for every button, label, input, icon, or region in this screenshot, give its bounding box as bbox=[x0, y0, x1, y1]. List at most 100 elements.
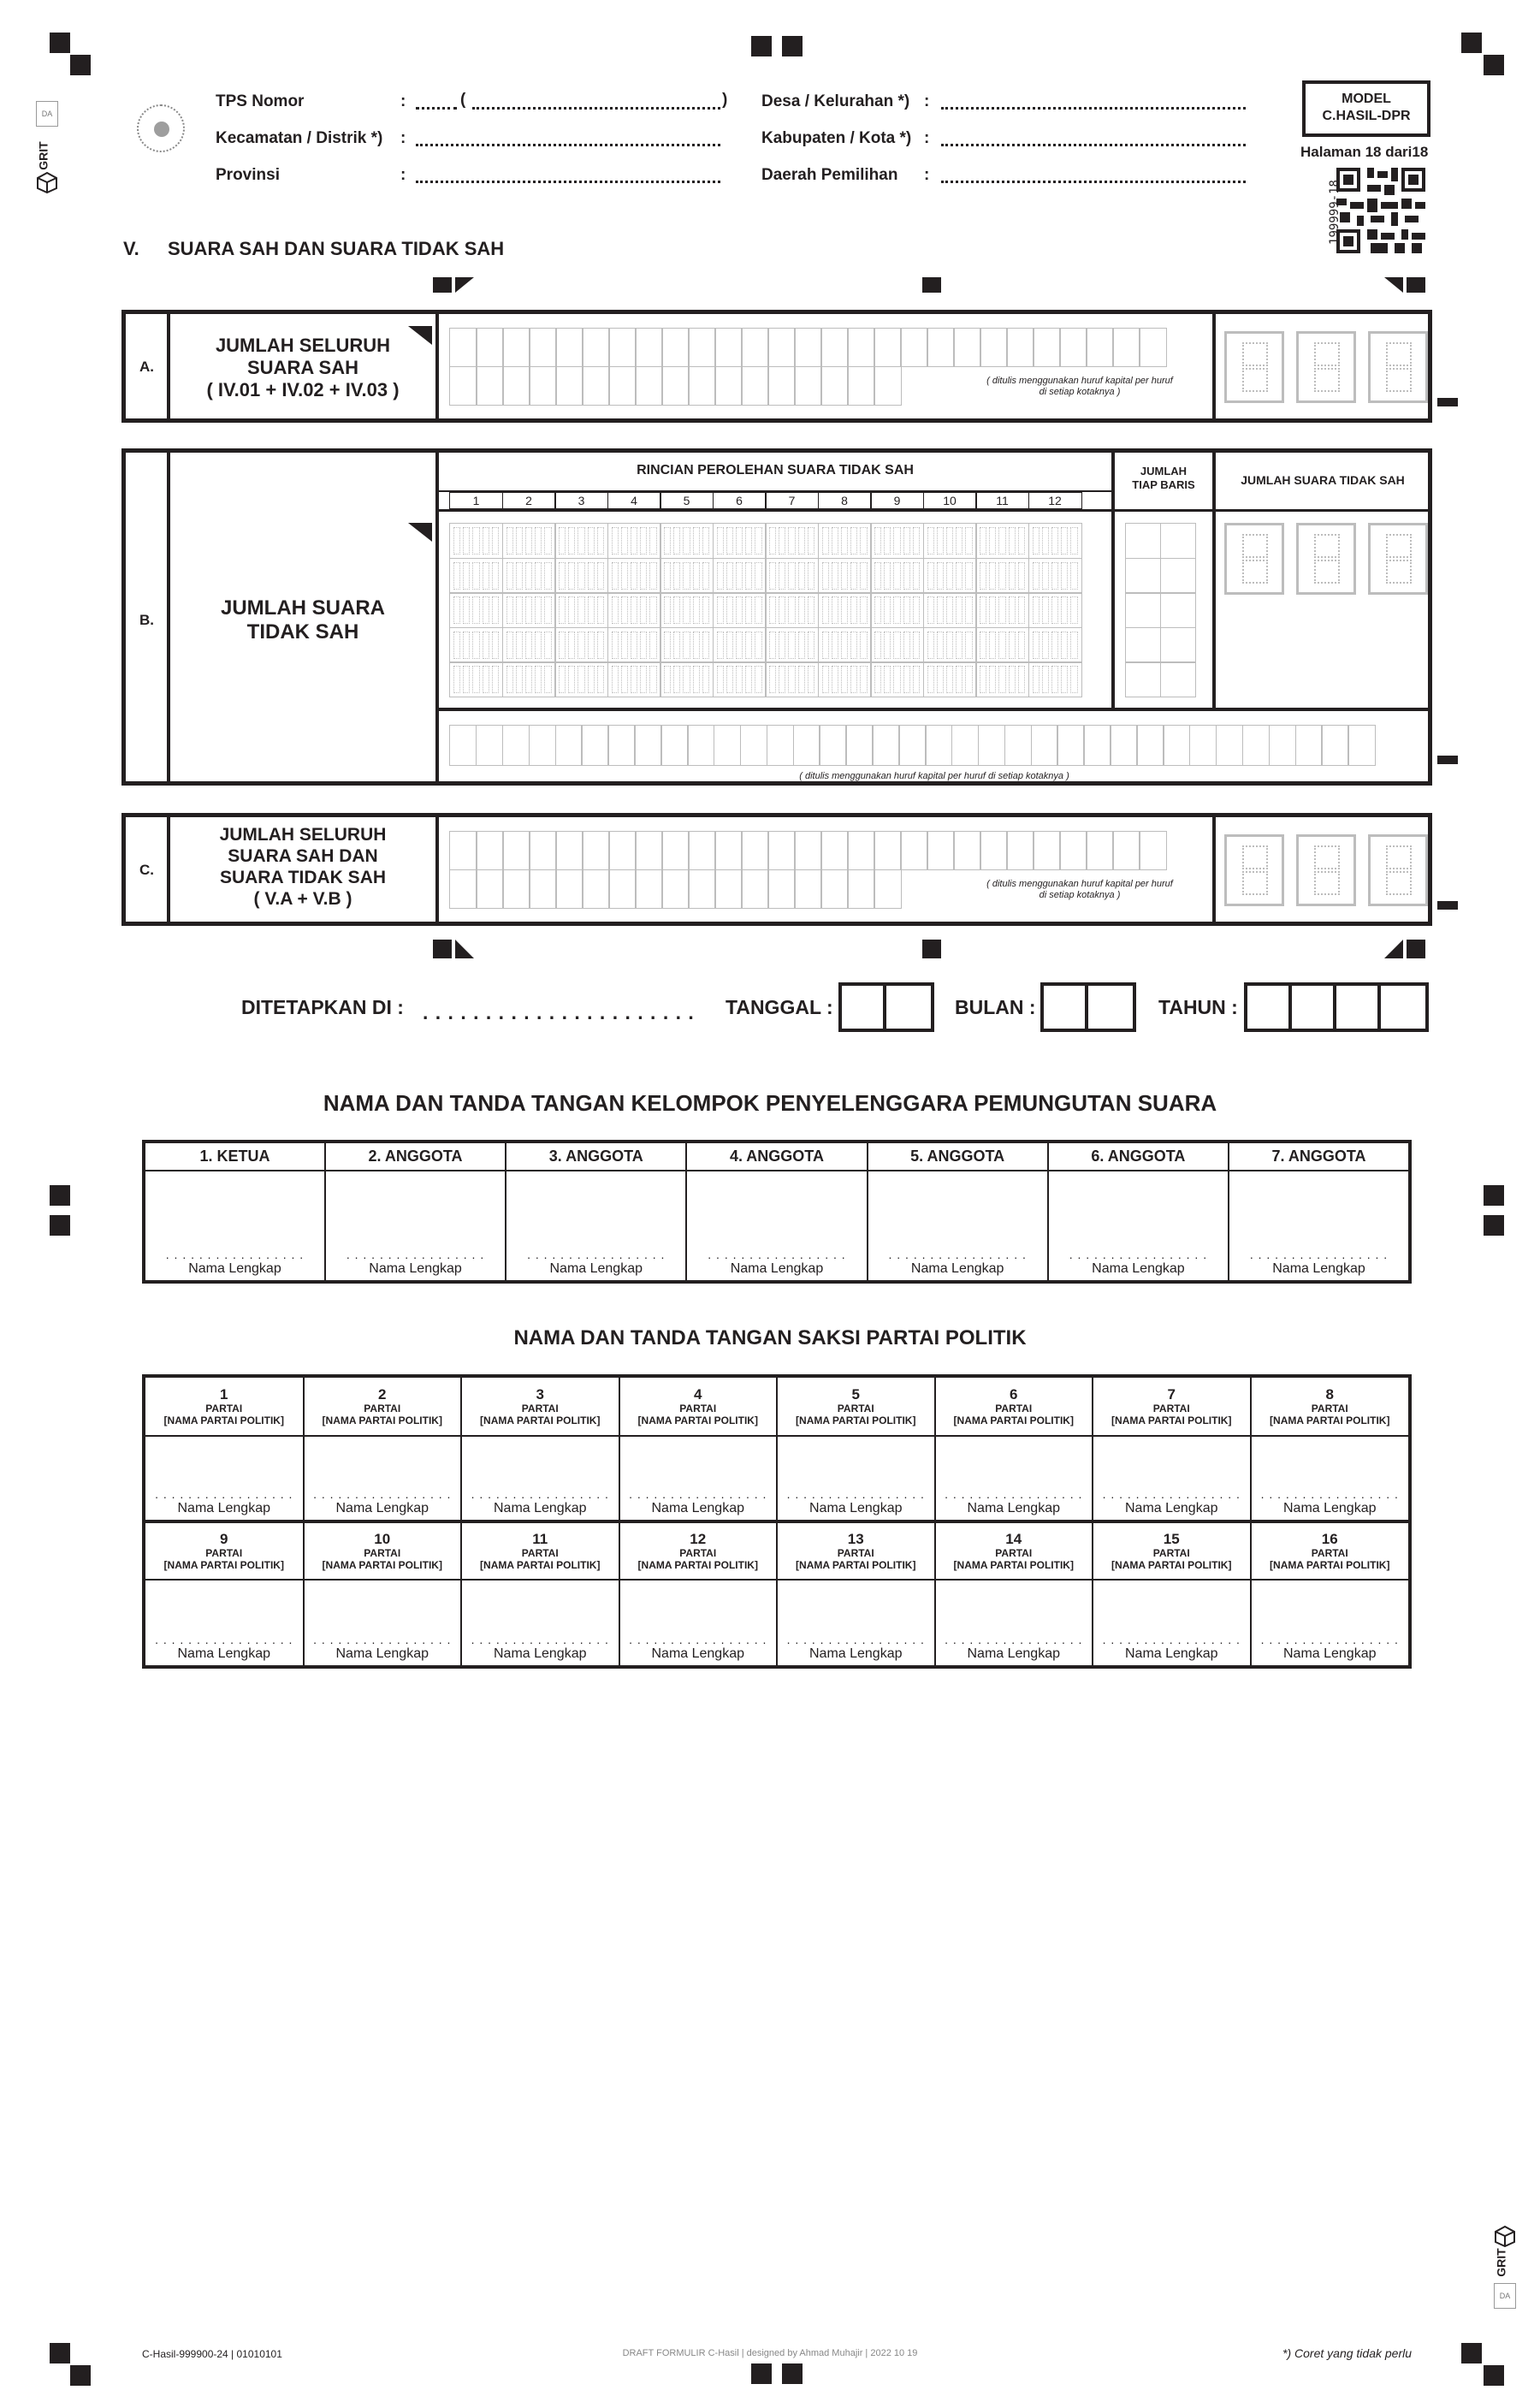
tally-cell[interactable] bbox=[660, 592, 714, 628]
letter-box[interactable] bbox=[1139, 328, 1167, 367]
tally-cell[interactable] bbox=[975, 592, 1029, 628]
tally-cell[interactable] bbox=[554, 557, 608, 594]
letter-box[interactable] bbox=[1033, 328, 1061, 367]
letter-box[interactable] bbox=[820, 869, 849, 909]
letter-box[interactable] bbox=[874, 869, 902, 909]
letter-box[interactable] bbox=[1086, 328, 1114, 367]
letter-box[interactable] bbox=[820, 831, 849, 870]
letter-box[interactable] bbox=[608, 869, 637, 909]
row-total-box[interactable] bbox=[1125, 523, 1161, 559]
tally-grid[interactable] bbox=[449, 523, 1082, 697]
letter-box[interactable] bbox=[741, 328, 769, 367]
letter-box[interactable] bbox=[767, 365, 796, 406]
letter-box[interactable] bbox=[687, 725, 715, 766]
tally-cell[interactable] bbox=[765, 557, 819, 594]
tally-cell[interactable] bbox=[660, 523, 714, 559]
tahun-boxes[interactable] bbox=[1244, 982, 1429, 1032]
letter-box[interactable] bbox=[927, 831, 955, 870]
saksi-signature-cell[interactable]: . . . . . . . . . . . . . . . . .Nama Le… bbox=[1093, 1436, 1252, 1521]
letter-box[interactable] bbox=[529, 328, 557, 367]
letter-box[interactable] bbox=[688, 869, 716, 909]
letter-box[interactable] bbox=[1083, 725, 1111, 766]
tally-cell[interactable] bbox=[817, 661, 872, 697]
tally-cell[interactable] bbox=[870, 557, 924, 594]
letter-box[interactable] bbox=[555, 328, 583, 367]
letter-box[interactable] bbox=[582, 328, 610, 367]
kpps-signature-cell[interactable]: . . . . . . . . . . . . . . . . .Nama Le… bbox=[324, 1171, 507, 1280]
letter-box[interactable] bbox=[1030, 725, 1058, 766]
provinsi-field[interactable] bbox=[416, 173, 720, 183]
tally-cell[interactable] bbox=[501, 557, 556, 594]
kpps-signature-cell[interactable]: . . . . . . . . . . . . . . . . .Nama Le… bbox=[686, 1171, 868, 1280]
letter-box[interactable] bbox=[688, 831, 716, 870]
letter-box[interactable] bbox=[820, 328, 849, 367]
tps-number-field[interactable] bbox=[416, 99, 457, 110]
letter-box[interactable] bbox=[794, 328, 822, 367]
tps-name-field[interactable] bbox=[472, 99, 720, 110]
letter-box[interactable] bbox=[1136, 725, 1164, 766]
letter-box[interactable] bbox=[927, 328, 955, 367]
kecamatan-field[interactable] bbox=[416, 136, 720, 146]
row-total-box[interactable] bbox=[1159, 626, 1196, 663]
letter-box[interactable] bbox=[529, 869, 557, 909]
tally-cell[interactable] bbox=[765, 626, 819, 663]
letter-box[interactable] bbox=[449, 725, 477, 766]
letter-box[interactable] bbox=[739, 725, 768, 766]
desa-field[interactable] bbox=[941, 99, 1246, 110]
tally-cell[interactable] bbox=[449, 626, 503, 663]
letter-box[interactable] bbox=[792, 725, 820, 766]
tally-cell[interactable] bbox=[660, 557, 714, 594]
row-total-box[interactable] bbox=[1125, 626, 1161, 663]
tally-cell[interactable] bbox=[712, 592, 767, 628]
tally-cell[interactable] bbox=[975, 626, 1029, 663]
row-total-boxes[interactable] bbox=[1125, 523, 1196, 697]
letter-box[interactable] bbox=[951, 725, 980, 766]
letter-box[interactable] bbox=[741, 365, 769, 406]
tally-cell[interactable] bbox=[607, 523, 661, 559]
letter-box[interactable] bbox=[766, 725, 795, 766]
letter-box[interactable] bbox=[476, 831, 504, 870]
digit-box[interactable] bbox=[1224, 523, 1284, 595]
letter-box[interactable] bbox=[1268, 725, 1296, 766]
letter-box[interactable] bbox=[529, 831, 557, 870]
saksi-signature-cell[interactable]: . . . . . . . . . . . . . . . . .Nama Le… bbox=[461, 1436, 620, 1521]
letter-box[interactable] bbox=[688, 328, 716, 367]
letter-box[interactable] bbox=[449, 831, 477, 870]
letter-box[interactable] bbox=[900, 328, 928, 367]
letter-box[interactable] bbox=[608, 328, 637, 367]
tally-cell[interactable] bbox=[975, 557, 1029, 594]
row-total-box[interactable] bbox=[1125, 557, 1161, 594]
letter-box[interactable] bbox=[1321, 725, 1349, 766]
saksi-signature-cell[interactable]: . . . . . . . . . . . . . . . . .Nama Le… bbox=[303, 1580, 462, 1665]
letter-box[interactable] bbox=[449, 328, 477, 367]
letter-box[interactable] bbox=[1086, 831, 1114, 870]
letter-box[interactable] bbox=[713, 725, 742, 766]
block-a-digit-boxes[interactable] bbox=[1224, 331, 1428, 403]
tally-cell[interactable] bbox=[765, 661, 819, 697]
tally-cell[interactable] bbox=[922, 592, 977, 628]
letter-box[interactable] bbox=[582, 869, 610, 909]
tally-cell[interactable] bbox=[449, 592, 503, 628]
letter-box[interactable] bbox=[1112, 831, 1140, 870]
letter-box[interactable] bbox=[741, 869, 769, 909]
ditetapkan-field[interactable]: . . . . . . . . . . . . . . . . . . . . … bbox=[423, 1001, 695, 1023]
letter-box[interactable] bbox=[767, 328, 796, 367]
letter-box[interactable] bbox=[794, 831, 822, 870]
row-total-box[interactable] bbox=[1159, 661, 1196, 697]
tally-cell[interactable] bbox=[449, 661, 503, 697]
letter-box[interactable] bbox=[874, 365, 902, 406]
letter-box[interactable] bbox=[635, 365, 663, 406]
saksi-signature-cell[interactable]: . . . . . . . . . . . . . . . . .Nama Le… bbox=[777, 1436, 936, 1521]
digit-box[interactable] bbox=[1368, 834, 1428, 906]
letter-box[interactable] bbox=[794, 365, 822, 406]
kpps-signature-cell[interactable]: . . . . . . . . . . . . . . . . .Nama Le… bbox=[506, 1171, 688, 1280]
letter-box[interactable] bbox=[874, 328, 902, 367]
tally-cell[interactable] bbox=[1028, 592, 1082, 628]
letter-box[interactable] bbox=[714, 831, 743, 870]
row-total-box[interactable] bbox=[1125, 661, 1161, 697]
letter-box[interactable] bbox=[502, 831, 530, 870]
letter-box[interactable] bbox=[820, 365, 849, 406]
letter-box[interactable] bbox=[661, 831, 690, 870]
tally-cell[interactable] bbox=[712, 661, 767, 697]
block-b-digit-boxes[interactable] bbox=[1224, 523, 1428, 595]
